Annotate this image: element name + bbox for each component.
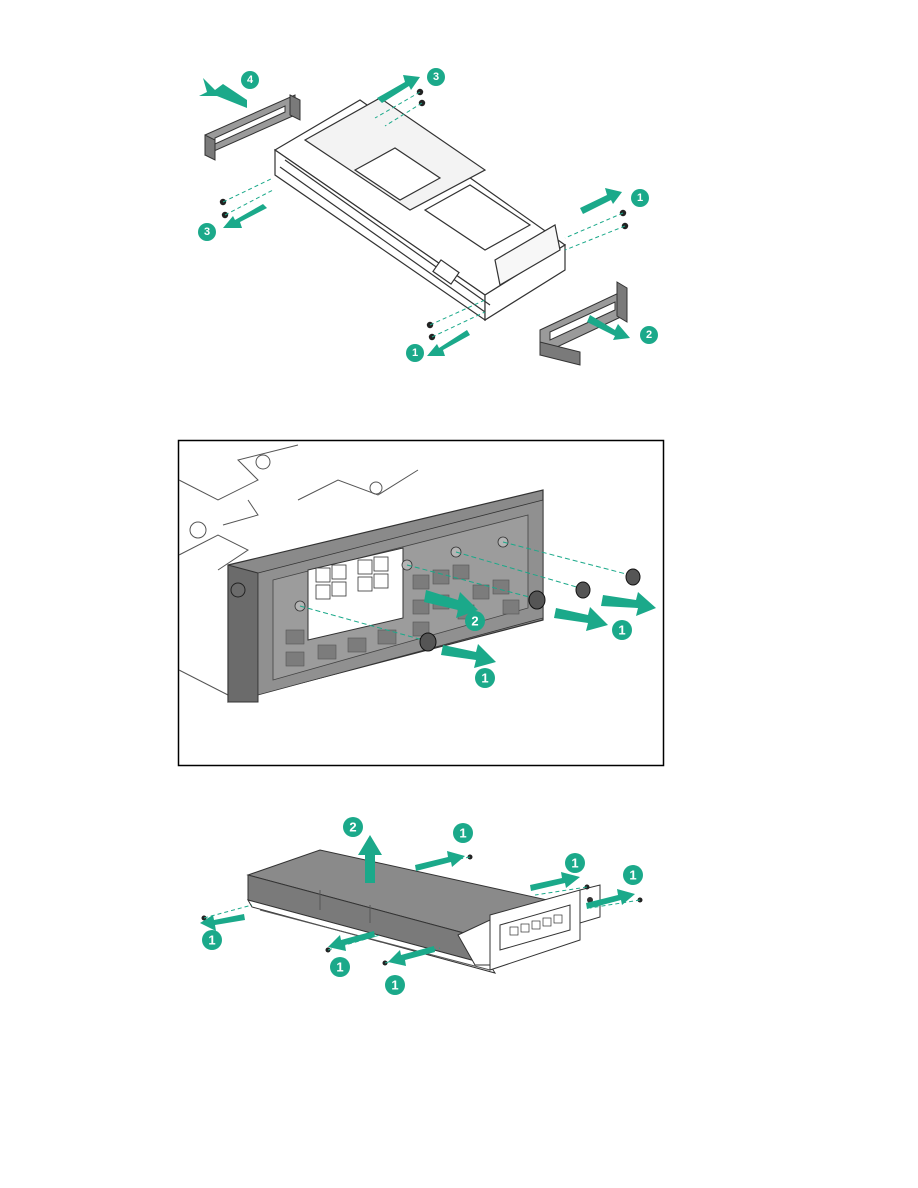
svg-text:1: 1 bbox=[637, 192, 643, 204]
figure-faceplate-removal: 2 1 1 bbox=[178, 440, 664, 766]
arrow-icon bbox=[580, 188, 622, 214]
callout-1-right: 1 bbox=[631, 189, 649, 207]
svg-text:1: 1 bbox=[208, 933, 215, 948]
svg-text:2: 2 bbox=[349, 820, 356, 835]
arrow-icon bbox=[415, 851, 465, 871]
figure-gpu-cage-bracket-removal: 4 3 3 1 2 1 bbox=[185, 60, 665, 380]
callout-1-left: 1 bbox=[202, 930, 222, 950]
svg-text:1: 1 bbox=[459, 826, 466, 841]
arrow-icon bbox=[199, 78, 247, 108]
right-bracket bbox=[540, 282, 627, 365]
callout-2: 2 bbox=[465, 611, 485, 631]
arrow-icon bbox=[200, 914, 245, 931]
screw-icon bbox=[626, 569, 640, 585]
figure-gpu-cover-removal: 2 1 1 1 1 1 1 bbox=[190, 815, 660, 1000]
gpu-cover-illustration: 2 1 1 1 1 1 1 bbox=[190, 815, 660, 1000]
svg-text:1: 1 bbox=[336, 960, 343, 975]
svg-text:2: 2 bbox=[646, 329, 652, 341]
svg-text:3: 3 bbox=[204, 226, 210, 238]
callout-1-bottom: 1 bbox=[475, 668, 495, 688]
callout-1-top: 1 bbox=[453, 823, 473, 843]
screw-icon bbox=[529, 591, 545, 609]
callout-4: 4 bbox=[241, 71, 259, 89]
callout-1-bottom: 1 bbox=[406, 344, 424, 362]
arrow-icon bbox=[530, 872, 580, 891]
arrow-icon bbox=[223, 204, 267, 228]
svg-text:1: 1 bbox=[618, 623, 625, 638]
screw-icon bbox=[420, 633, 436, 651]
svg-text:1: 1 bbox=[629, 868, 636, 883]
callout-1-bottom-a: 1 bbox=[330, 957, 350, 977]
svg-text:3: 3 bbox=[433, 71, 439, 83]
svg-text:1: 1 bbox=[571, 856, 578, 871]
callout-1-bottom-b: 1 bbox=[385, 975, 405, 995]
gpu-cage-illustration: 4 3 3 1 2 1 bbox=[185, 60, 665, 380]
faceplate-illustration: 2 1 1 bbox=[178, 440, 664, 766]
callout-1-right-b: 1 bbox=[623, 865, 643, 885]
callout-2: 2 bbox=[343, 817, 363, 837]
arrow-icon bbox=[427, 330, 470, 356]
gpu-cage bbox=[275, 98, 565, 320]
svg-text:2: 2 bbox=[471, 614, 478, 629]
svg-text:4: 4 bbox=[247, 74, 254, 86]
svg-text:1: 1 bbox=[412, 347, 418, 359]
callout-3-top: 3 bbox=[427, 68, 445, 86]
arrow-icon bbox=[377, 75, 420, 103]
callout-1-right-a: 1 bbox=[565, 853, 585, 873]
screw-icon bbox=[417, 89, 423, 95]
screw-icon bbox=[576, 582, 590, 598]
svg-text:1: 1 bbox=[391, 978, 398, 993]
callout-1-right: 1 bbox=[612, 620, 632, 640]
svg-text:1: 1 bbox=[481, 671, 488, 686]
callout-2: 2 bbox=[640, 326, 658, 344]
callout-3-left: 3 bbox=[198, 223, 216, 241]
